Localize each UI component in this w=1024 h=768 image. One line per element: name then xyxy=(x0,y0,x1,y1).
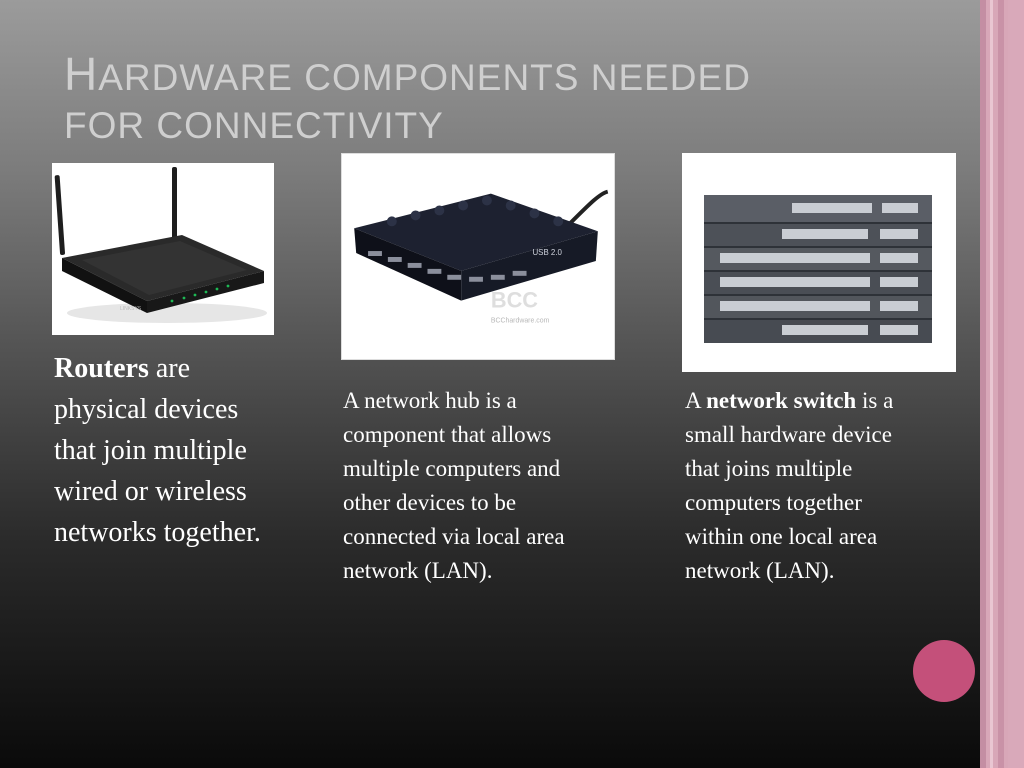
slide-title: Hardware components needed for connectiv… xyxy=(64,50,964,150)
hub-watermark-sub: BCChardware.com xyxy=(491,317,550,324)
decorative-side-stripes xyxy=(980,0,1024,768)
stripe xyxy=(1008,0,1024,768)
hub-device-label: USB 2.0 xyxy=(532,248,562,257)
stripe xyxy=(980,0,986,768)
stripe xyxy=(998,0,1004,768)
router-brand-label: LINKSYS xyxy=(120,306,142,312)
hub-illustration: USB 2.0 BCC BCChardware.com xyxy=(342,154,614,359)
switch-description: A network switch is a small hardware dev… xyxy=(685,388,894,583)
switch-image xyxy=(682,153,956,372)
hub-image: USB 2.0 BCC BCChardware.com xyxy=(341,153,615,360)
switch-illustration xyxy=(682,153,956,372)
decorative-circle xyxy=(913,640,975,702)
stripe xyxy=(990,0,993,768)
router-image: LINKSYS xyxy=(52,163,274,335)
title-line-1: Hardware components needed xyxy=(64,48,751,100)
title-line-2: for connectivity xyxy=(64,105,444,146)
router-description: Routers are physical devices that join m… xyxy=(54,353,261,548)
hub-description: A network hub is a component that allows… xyxy=(343,388,565,583)
router-illustration: LINKSYS xyxy=(52,163,274,335)
hub-watermark: BCC xyxy=(491,288,538,313)
